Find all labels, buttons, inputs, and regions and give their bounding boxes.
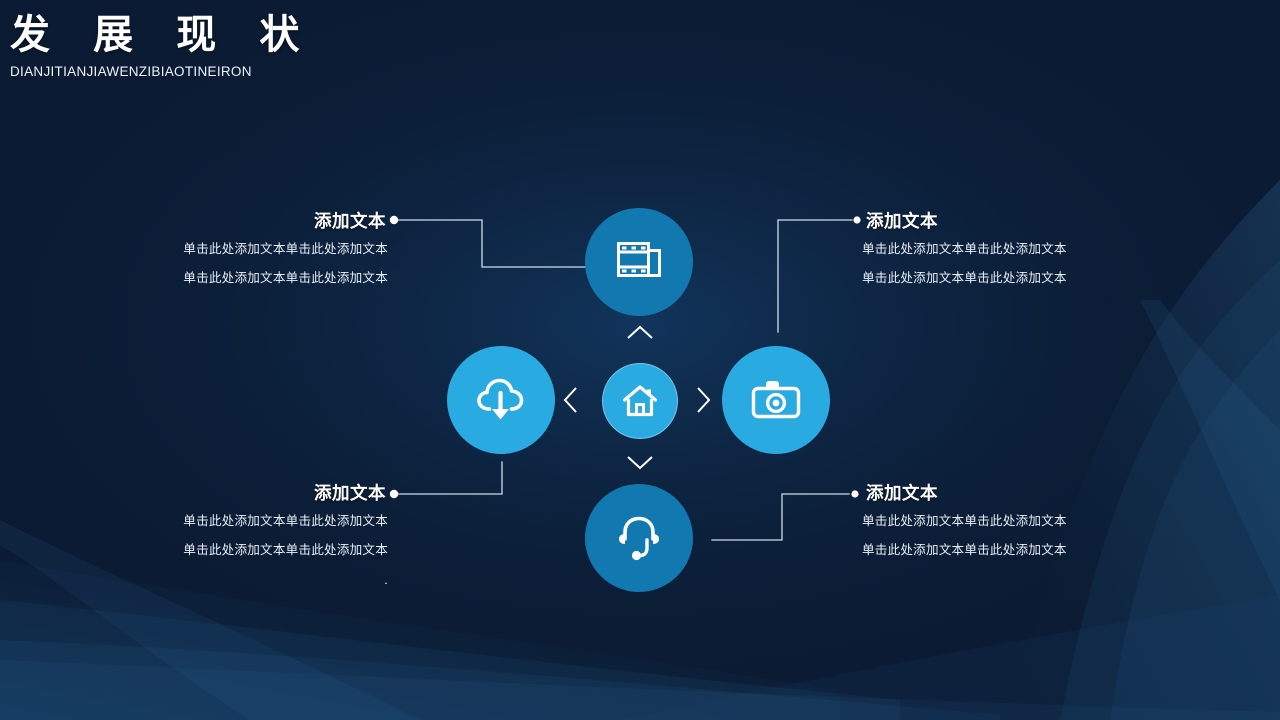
slide-header: 发 展 现 状 DIANJITIANJIAWENZIBIAOTINEIRON (10, 14, 315, 79)
text-block-line: 单击此处添加文本单击此处添加文本 (183, 543, 388, 558)
text-block-line: 单击此处添加文本单击此处添加文本 (862, 514, 1067, 528)
chevron-up-icon (626, 324, 654, 340)
connector-dot-top-right (853, 216, 861, 224)
page-subtitle: DIANJITIANJIAWENZIBIAOTINEIRON (10, 64, 252, 79)
node-circle-center[interactable] (602, 363, 678, 439)
chevron-down-icon (626, 455, 654, 471)
text-block-line: 单击此处添加文本单击此处添加文本 (183, 514, 388, 528)
headset-icon (617, 514, 661, 562)
camera-icon (751, 379, 801, 421)
connector-top-left (397, 219, 593, 268)
text-block-line: 单击此处添加文本单击此处添加文本 (862, 543, 1067, 558)
text-block-line: 单击此处添加文本单击此处添加文本 (183, 242, 388, 256)
text-block-top-left: 添加文本 单击此处添加文本单击此处添加文本 单击此处添加文本单击此处添加文本 (150, 208, 388, 289)
connector-dot-top-left (389, 215, 399, 225)
text-block-tail-dot: . (384, 572, 388, 587)
text-block-title: 添加文本 (314, 211, 386, 231)
node-circle-top[interactable] (585, 208, 693, 316)
text-block-title: 添加文本 (866, 211, 938, 231)
node-circle-bottom[interactable] (585, 484, 693, 592)
connector-bottom-right (711, 493, 850, 541)
node-circle-left[interactable] (447, 346, 555, 454)
text-block-title: 添加文本 (314, 483, 386, 503)
connector-bottom-left (397, 461, 503, 495)
text-block-line: 单击此处添加文本单击此处添加文本 (862, 271, 1067, 286)
chevron-left-icon (562, 386, 578, 414)
film-icon (616, 241, 662, 283)
connector-dot-bottom-right (851, 490, 859, 498)
text-block-title: 添加文本 (866, 483, 938, 503)
text-block-line: 单击此处添加文本单击此处添加文本 (183, 271, 388, 286)
home-icon (622, 384, 658, 418)
text-block-bottom-left: 添加文本 单击此处添加文本单击此处添加文本 单击此处添加文本单击此处添加文本 . (140, 480, 388, 590)
text-block-top-right: 添加文本 单击此处添加文本单击此处添加文本 单击此处添加文本单击此处添加文本 (862, 208, 1112, 289)
connector-top-right (777, 219, 853, 333)
chevron-right-icon (696, 386, 712, 414)
connector-dot-bottom-left (389, 489, 399, 499)
text-block-bottom-right: 添加文本 单击此处添加文本单击此处添加文本 单击此处添加文本单击此处添加文本 (862, 480, 1112, 561)
page-title: 发 展 现 状 (10, 13, 316, 57)
cloud-download-icon (475, 376, 527, 424)
node-circle-right[interactable] (722, 346, 830, 454)
text-block-line: 单击此处添加文本单击此处添加文本 (862, 242, 1067, 256)
